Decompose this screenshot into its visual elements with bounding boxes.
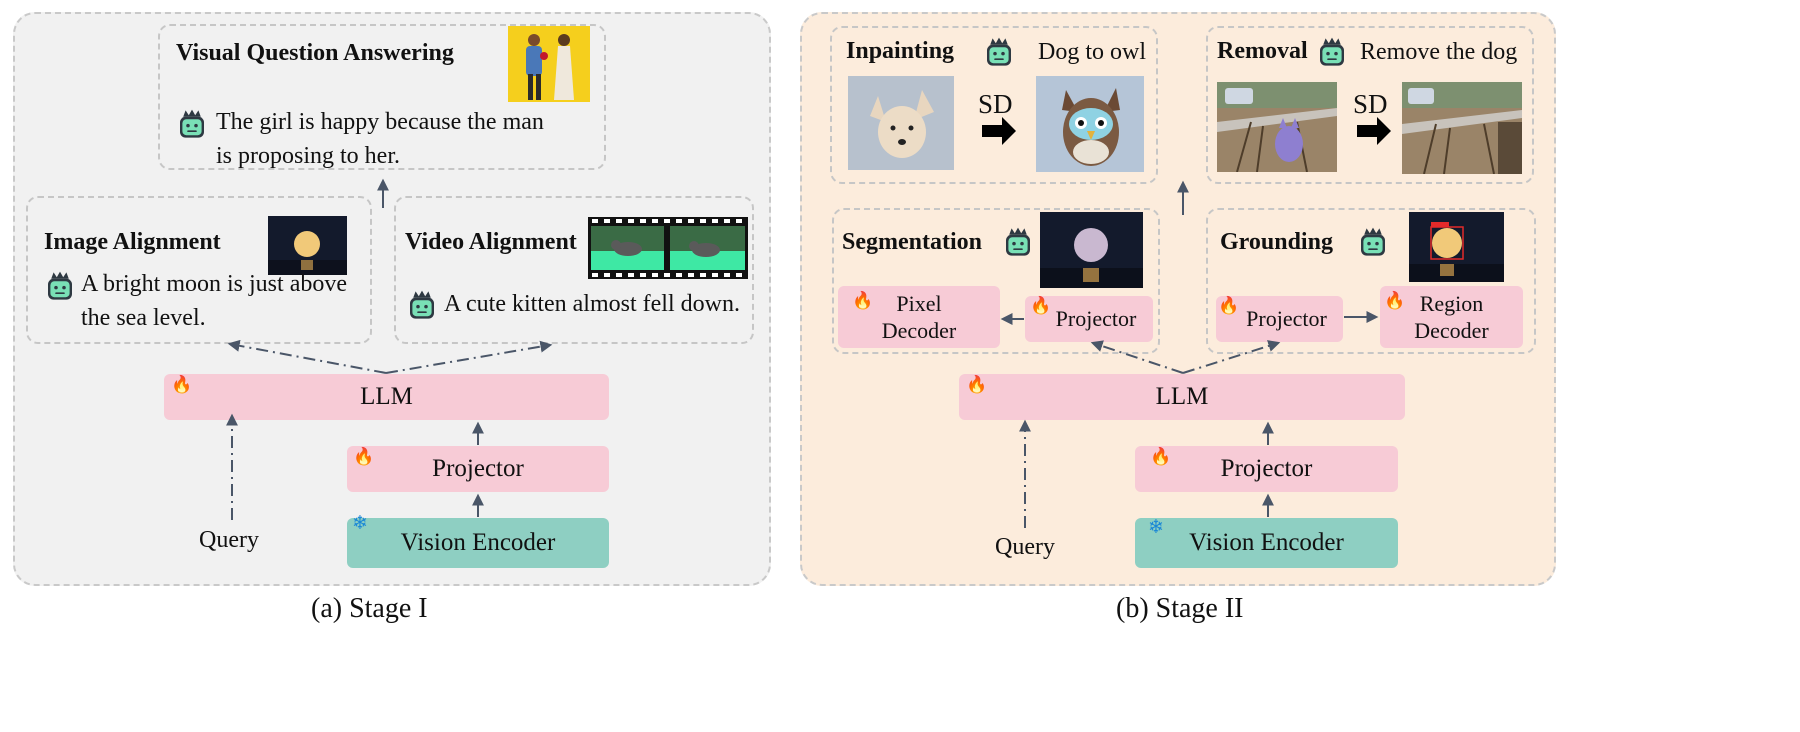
flame-icon: 🔥 xyxy=(852,291,874,310)
flame-icon: 🔥 xyxy=(1030,296,1052,315)
flame-icon: 🔥 xyxy=(1150,447,1172,466)
owl-output-image xyxy=(1036,76,1144,172)
grounding-projector-block: Projector xyxy=(1216,296,1343,342)
dog-scene-input-image xyxy=(1217,82,1337,172)
flame-icon: 🔥 xyxy=(1384,291,1406,310)
removal-sd-label: SD xyxy=(1353,89,1388,119)
inpainting-instruction: Dog to owl xyxy=(1038,39,1146,65)
arrow-llm-to-video-alignment xyxy=(385,340,553,374)
vqa-answer-line1: The girl is happy because the man xyxy=(216,109,544,135)
flame-icon: 🔥 xyxy=(1218,296,1240,315)
arrow-llm-to-segmentation-projector xyxy=(1090,340,1184,374)
stage2-vision-encoder-block: Vision Encoder xyxy=(1135,518,1398,568)
stage1-caption: (a) Stage I xyxy=(311,593,428,624)
pixel-decoder-label: Pixel Decoder xyxy=(881,290,957,344)
dog-input-image xyxy=(848,76,954,170)
image-alignment-answer-line2: the sea level. xyxy=(81,305,206,331)
segmentation-projector-block: Projector xyxy=(1025,296,1153,342)
stage1-llm-block: LLM xyxy=(164,374,609,420)
stage2-llm-block: LLM xyxy=(959,374,1405,420)
stage1-projector-block: Projector xyxy=(347,446,609,492)
scene-output-image xyxy=(1402,82,1522,174)
image-alignment-answer-line1: A bright moon is just above xyxy=(81,271,347,297)
stage2-query-label: Query xyxy=(995,534,1055,560)
kitten-video-filmstrip xyxy=(588,217,748,279)
video-alignment-answer: A cute kitten almost fell down. xyxy=(444,291,740,317)
moon-image xyxy=(268,216,347,275)
snowflake-icon: ❄ xyxy=(352,513,368,534)
flame-icon: 🔥 xyxy=(966,375,988,394)
inpainting-title: Inpainting xyxy=(846,38,955,64)
right-arrow-icon xyxy=(1357,117,1391,145)
stage1-vision-encoder-block: Vision Encoder xyxy=(347,518,609,568)
vqa-title: Visual Question Answering xyxy=(176,40,454,66)
flame-icon: 🔥 xyxy=(353,447,375,466)
arrow-llm-to-image-alignment xyxy=(227,339,387,374)
inpainting-sd-label: SD xyxy=(978,89,1013,119)
pixel-decoder-block: Pixel Decoder xyxy=(838,286,1000,348)
stage2-caption: (b) Stage II xyxy=(1116,593,1244,624)
video-alignment-box xyxy=(394,196,754,344)
vqa-answer-line2: is proposing to her. xyxy=(216,143,400,169)
moon-segmentation-image xyxy=(1040,212,1143,288)
region-decoder-label: Region Decoder xyxy=(1414,290,1489,344)
arrow-llm-to-grounding-projector xyxy=(1182,340,1281,374)
image-alignment-box xyxy=(26,196,372,344)
flame-icon: 🔥 xyxy=(171,375,193,394)
removal-box xyxy=(1206,26,1534,184)
snowflake-icon: ❄ xyxy=(1148,517,1164,538)
stage2-projector-block: Projector xyxy=(1135,446,1398,492)
removal-instruction: Remove the dog xyxy=(1360,39,1518,65)
right-arrow-icon xyxy=(982,117,1016,145)
region-decoder-block: Region Decoder xyxy=(1380,286,1523,348)
grounding-box xyxy=(1206,208,1536,354)
proposal-image xyxy=(508,26,590,102)
video-alignment-title: Video Alignment xyxy=(405,229,577,255)
grounding-title: Grounding xyxy=(1220,229,1333,255)
removal-title: Removal xyxy=(1217,38,1308,64)
stage1-query-label: Query xyxy=(199,527,259,553)
image-alignment-title: Image Alignment xyxy=(44,229,221,255)
segmentation-box xyxy=(832,208,1160,354)
vqa-box xyxy=(158,24,606,170)
inpainting-box xyxy=(830,26,1158,184)
segmentation-title: Segmentation xyxy=(842,229,982,255)
moon-grounding-image xyxy=(1409,212,1504,282)
